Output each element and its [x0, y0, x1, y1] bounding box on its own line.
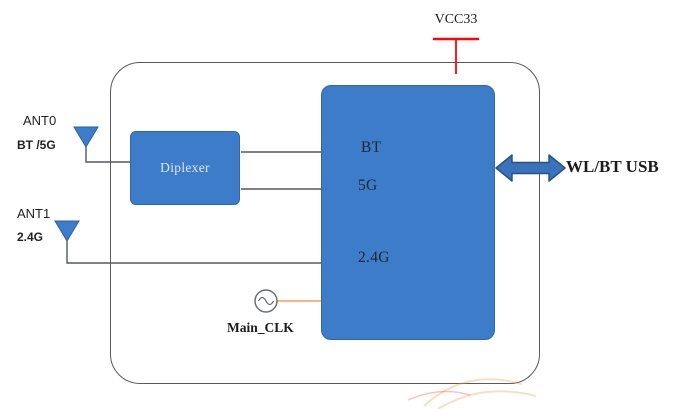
- diplexer-label: Diplexer: [160, 160, 210, 175]
- ant0-label: ANT0: [23, 113, 57, 128]
- usb-arrow-icon: [495, 154, 566, 182]
- ant0-antenna-icon: [73, 126, 99, 148]
- sine-wave-icon: [257, 296, 275, 306]
- chip-block: BT 5G 2.4G: [321, 85, 495, 340]
- usb-label: WL/BT USB: [566, 157, 659, 176]
- watermark: [407, 390, 471, 401]
- diplexer-block: Diplexer: [130, 131, 240, 205]
- watermark: [423, 378, 523, 407]
- ant1-label: ANT1: [17, 206, 51, 221]
- chip-port-2-4g: 2.4G: [358, 249, 390, 266]
- module-boundary: [110, 62, 540, 384]
- ant1-band-label: 2.4G: [17, 230, 44, 244]
- main-clk-label: Main_CLK: [227, 320, 294, 335]
- wire-ant0: [85, 147, 131, 163]
- ant1-antenna-icon: [54, 220, 80, 242]
- vcc-label: VCC33: [434, 12, 478, 27]
- watermark: [437, 390, 537, 409]
- ant0-band-label: BT /5G: [17, 138, 56, 152]
- wire-ant1: [66, 241, 322, 264]
- chip-port-5g: 5G: [358, 177, 378, 194]
- chip-port-bt: BT: [361, 139, 382, 156]
